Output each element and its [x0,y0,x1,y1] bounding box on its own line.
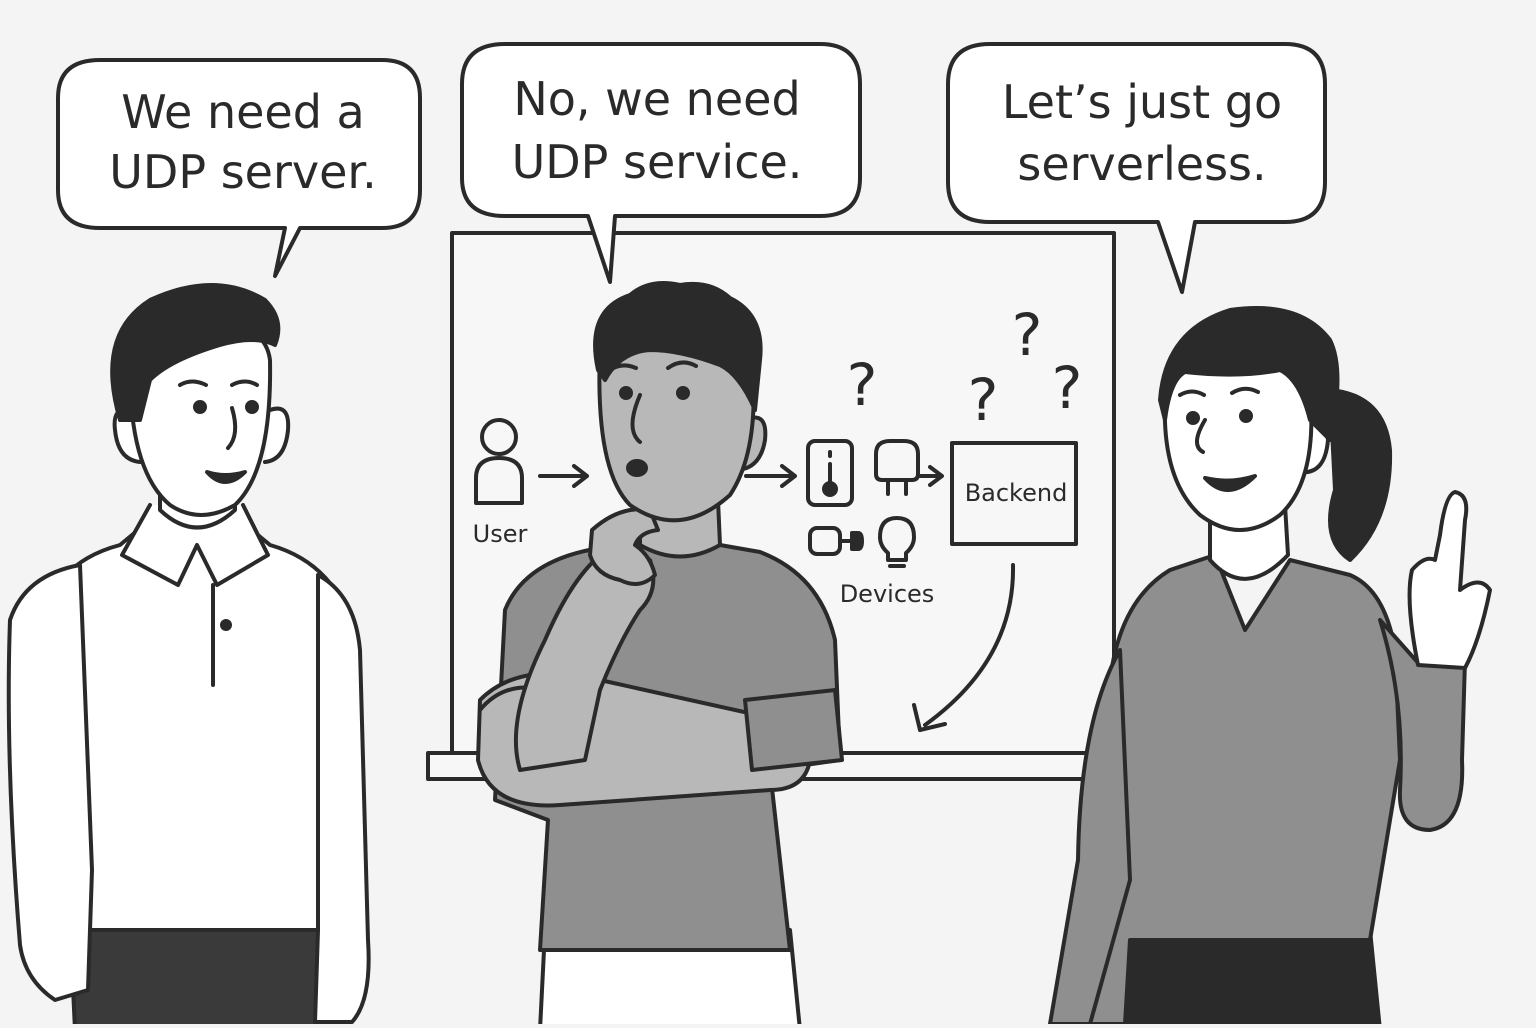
speech-text-line: Let’s just go [1002,75,1282,129]
arrow-icon [918,465,944,487]
right-woman-hand [1407,490,1492,670]
middle-man [476,281,844,1028]
speech-text-line: serverless. [1017,137,1266,191]
speech-bubble-left: We need a UDP server. [56,58,422,278]
left-man-arm [313,573,371,1024]
arrow-icon [744,464,797,488]
middle-man-hair [593,281,763,412]
right-woman-ponytail [1328,388,1393,562]
thermostat-device-icon [806,439,854,507]
question-mark-icon: ? [1052,354,1083,422]
speech-text-line: No, we need [513,72,800,126]
arrow-icon [538,464,589,488]
plug-device-icon [874,439,920,496]
right-woman-arm [1378,618,1467,832]
connector-device-icon [808,526,864,556]
backend-label: Backend [965,479,1068,507]
devices-label: Devices [840,580,935,608]
question-mark-icon: ? [1012,301,1043,369]
question-mark-icon: ? [847,351,878,419]
speech-bubble-middle: No, we need UDP service. [460,42,862,284]
speech-bubble-right: Let’s just go serverless. [946,42,1327,294]
speech-text-line: We need a [121,85,364,139]
lightbulb-device-icon [878,516,916,568]
backend-box [950,441,1078,546]
right-woman [1048,306,1492,1028]
right-woman-hair [1158,306,1340,442]
left-man-collar [120,503,270,587]
left-man-trousers [68,923,352,1028]
left-man-arm [6,563,94,1002]
speech-text-line: UDP service. [512,135,803,189]
question-mark-icon: ? [968,366,999,434]
left-man [6,283,371,1028]
user-label: User [473,520,528,548]
speech-text-line: UDP server. [109,145,376,199]
left-man-hair [110,283,281,422]
curved-arrow-icon [912,563,1016,732]
user-icon [474,418,524,505]
right-woman-trousers [1118,928,1382,1028]
whiteboard-diagram: User [473,301,1083,732]
